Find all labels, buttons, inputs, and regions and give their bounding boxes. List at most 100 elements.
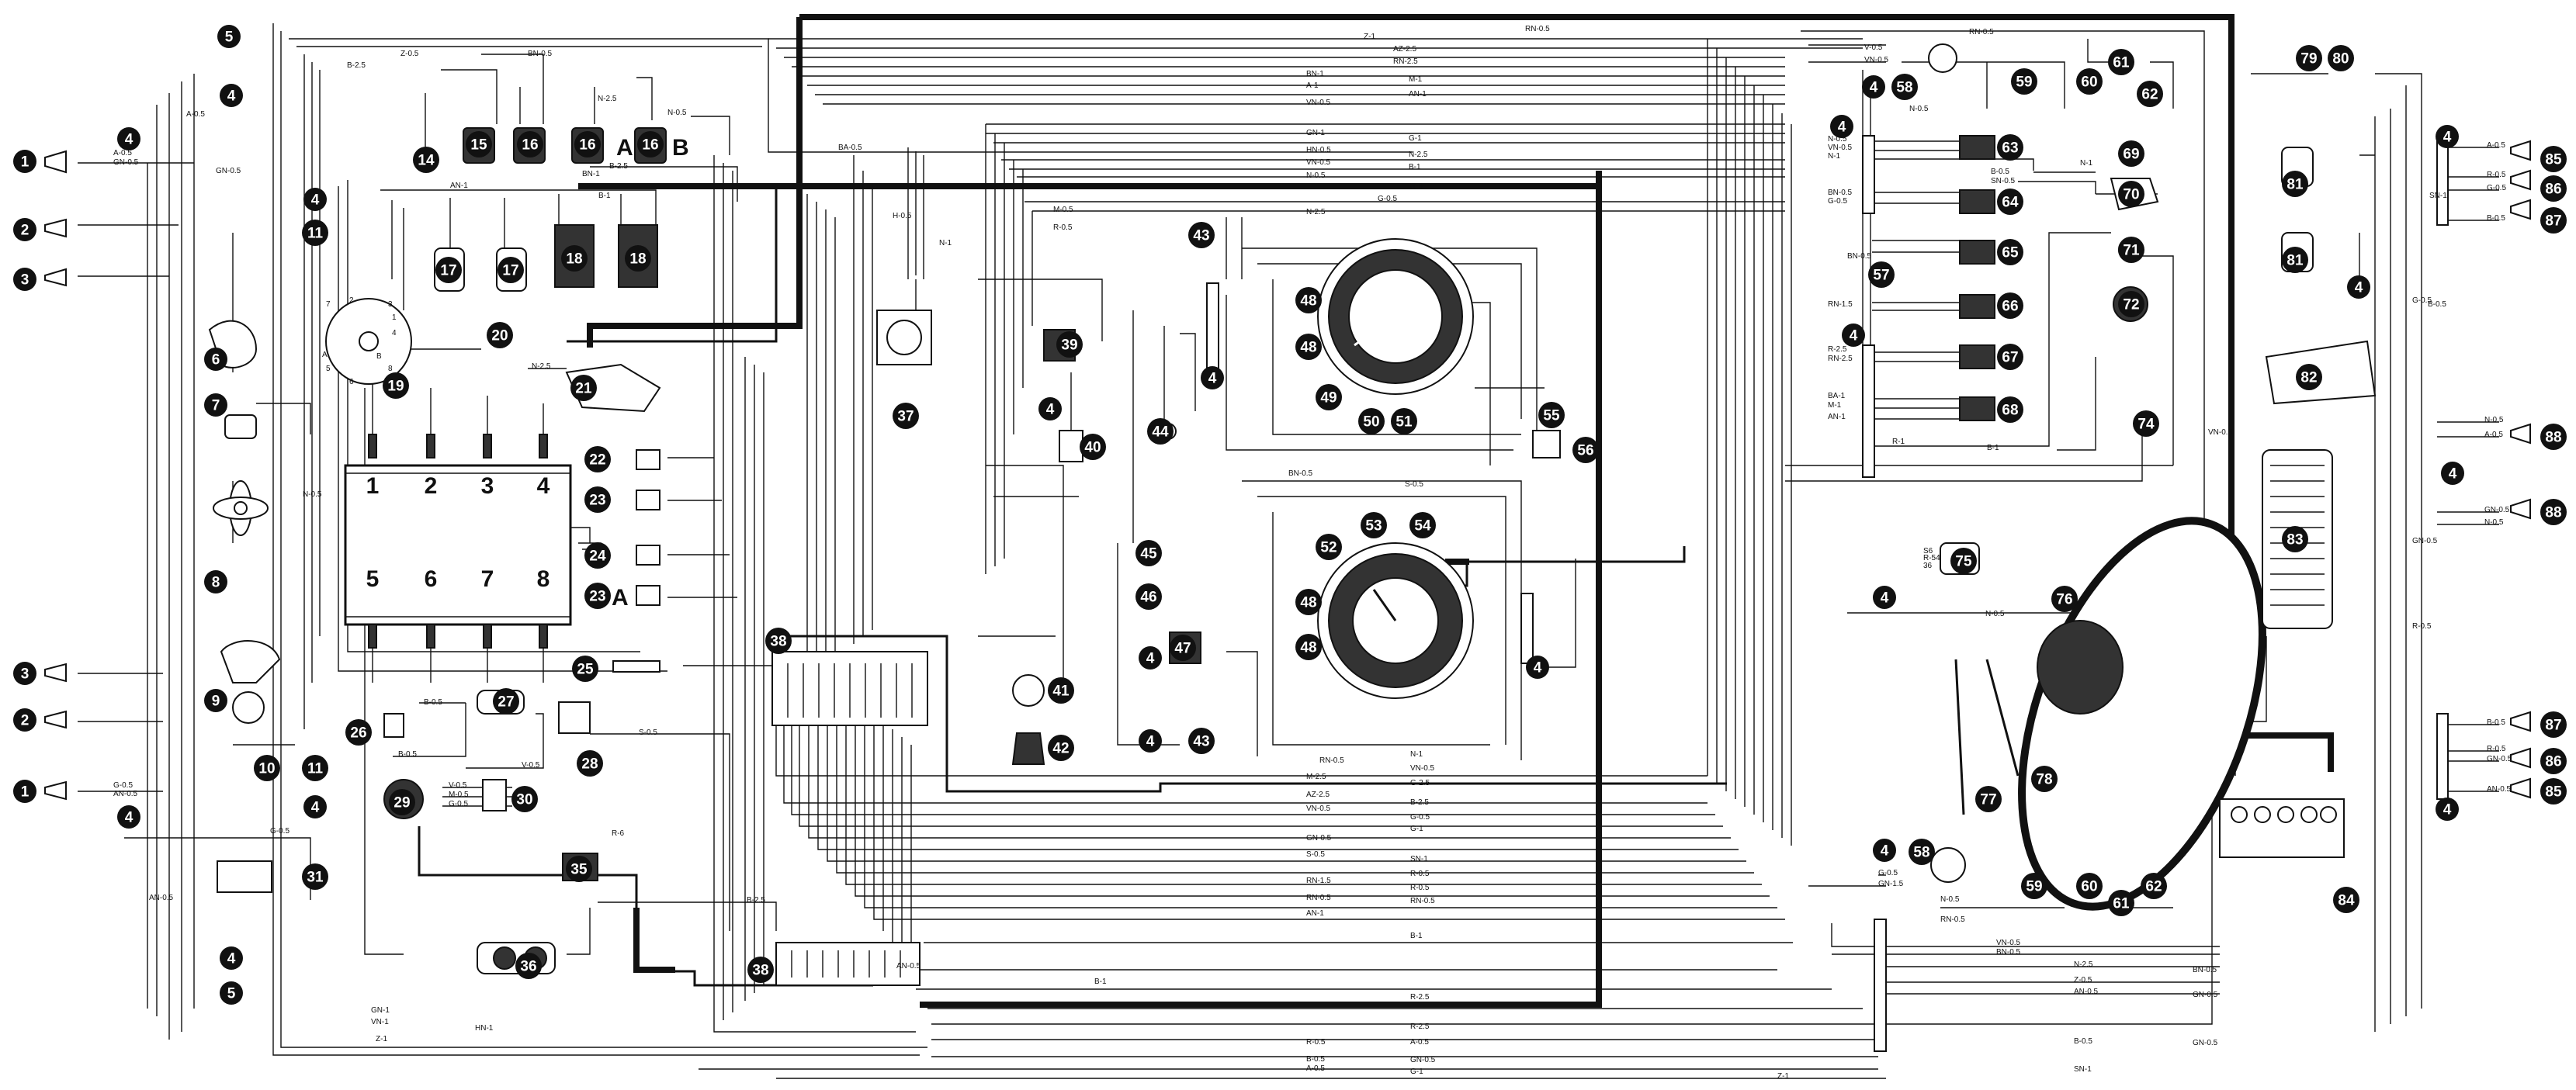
wire-label: N-0.5 [1909, 105, 1929, 113]
callout-number: 64 [1997, 189, 2023, 215]
switch-icon [1959, 344, 1995, 369]
callout-label: 3 [21, 272, 29, 289]
wire-label: GN-0.5 [2484, 506, 2510, 514]
callout-number: 59 [2021, 873, 2047, 899]
callout-number: 3 [13, 268, 36, 291]
lamp-icon [44, 710, 67, 729]
sensor-icon [1930, 847, 1966, 883]
wire-label: AZ-2.5 [1393, 45, 1416, 54]
wire-label: G-0.5 [449, 800, 468, 808]
callout-label: 75 [1955, 554, 1972, 570]
cylinder-row-bottom: 5 6 7 8 [366, 566, 550, 592]
callout-number: 62 [2141, 873, 2167, 899]
callout-label: 16 [522, 137, 538, 154]
callout-number: 4 [220, 84, 243, 107]
callout-number: 4 [2436, 125, 2459, 148]
callout-number: 70 [2118, 181, 2144, 207]
wire-label: G-0.5 [2412, 296, 2432, 305]
callout-number: 29 [389, 789, 415, 815]
callout-number: 39 [1056, 331, 1083, 358]
callout-number: 51 [1391, 408, 1417, 434]
callout-number: 17 [435, 257, 462, 283]
wire-label: VN-0.5 [1828, 144, 1853, 152]
callout-label: 59 [2016, 74, 2032, 91]
wire-label: G-0.5 [1410, 813, 1430, 822]
sensor-icon [636, 545, 660, 566]
callout-number: 4 [1862, 75, 1885, 99]
wire-label: RN-0.5 [1969, 28, 1994, 36]
callout-label: 41 [1052, 683, 1070, 700]
wire-label: N-2.5 [1306, 208, 1326, 216]
callout-number: 38 [765, 628, 792, 654]
fan-icon [213, 480, 269, 536]
lamp-icon [2510, 747, 2531, 769]
wire-label: GN-1.5 [1878, 880, 1904, 888]
wire-label: GN-0.5 [216, 167, 241, 175]
callout-label: 61 [2113, 896, 2130, 912]
callout-label: 4 [1881, 590, 1889, 607]
wire-label: HN-0.5 [1306, 146, 1331, 154]
callout-label: 54 [1414, 518, 1431, 535]
wire-label: BN-0.5 [1847, 252, 1872, 261]
wire-label: AN-0.5 [113, 790, 138, 798]
wire-label: N-1 [939, 239, 952, 247]
callout-label: 39 [1061, 337, 1077, 354]
callout-number: 4 [2441, 462, 2464, 485]
wire-label: G-0.5 [113, 781, 133, 790]
engine-block: 1 2 3 4 5 6 7 8 [344, 380, 602, 683]
wire-label: B-1 [1409, 163, 1421, 171]
callout-label: 27 [498, 694, 514, 711]
wire-label: G-0.5 [1828, 197, 1847, 206]
wire-label: B-0.5 [2428, 300, 2446, 309]
wire-label: N-0.5 [2484, 416, 2504, 424]
callout-number: 16 [637, 131, 664, 157]
callout-label: 78 [2036, 772, 2052, 788]
terminal-label: 7 [326, 300, 331, 309]
callout-number: 31 [302, 863, 328, 890]
callout-label: 52 [1320, 540, 1337, 556]
wire-label: 36 [1923, 562, 1933, 570]
cylinder-label: 1 [366, 473, 380, 499]
wire-label: AN-0.5 [149, 894, 174, 902]
callout-number: 48 [1295, 589, 1322, 615]
callout-label: 8 [212, 575, 220, 591]
callout-label: 57 [1873, 268, 1889, 284]
wire-label: B-1 [1987, 444, 1999, 452]
wire-label: V-0.5 [449, 781, 467, 790]
wire-label: B-0.5 [2487, 718, 2505, 727]
callout-label: 42 [1052, 741, 1069, 757]
callout-label: 77 [1980, 792, 1996, 808]
callout-label: 84 [2338, 893, 2355, 909]
wire-label: M-2.5 [1306, 773, 1326, 781]
wire-label: N-0.5 [667, 109, 687, 117]
pump-icon [1012, 674, 1045, 707]
headlamp-icon [44, 780, 67, 801]
lamp-icon [2510, 498, 2531, 520]
wire-label: R-6 [1410, 182, 1423, 191]
callout-label: 55 [1543, 408, 1560, 424]
callout-label: 21 [575, 381, 592, 397]
callout-label: 87 [2545, 213, 2561, 230]
callout-number: 50 [1358, 408, 1385, 434]
wire-label: N-0.5 [303, 490, 322, 499]
wire-label: G-1 [1410, 825, 1423, 833]
lamp-icon [2510, 777, 2531, 799]
wire-label: B-2.5 [609, 162, 628, 171]
callout-number: 58 [1909, 839, 1935, 865]
callout-number: 66 [1997, 292, 2023, 319]
wire-label: R-2.5 [1410, 1023, 1430, 1031]
callout-number: 78 [2031, 766, 2058, 792]
callout-label: 29 [394, 795, 410, 811]
wire-label: RN-0.5 [1940, 915, 1965, 924]
callout-label: 47 [1174, 641, 1191, 657]
callout-number: 79 [2296, 45, 2322, 71]
lamp-icon [2510, 169, 2531, 191]
callout-number: 62 [2137, 81, 2163, 107]
callout-number: 48 [1295, 634, 1322, 660]
callout-number: 4 [1526, 656, 1549, 679]
wire-label: N-2.5 [532, 362, 551, 371]
callout-number: 88 [2540, 424, 2567, 450]
callout-number: 26 [345, 719, 372, 746]
callout-number: 11 [302, 220, 328, 246]
